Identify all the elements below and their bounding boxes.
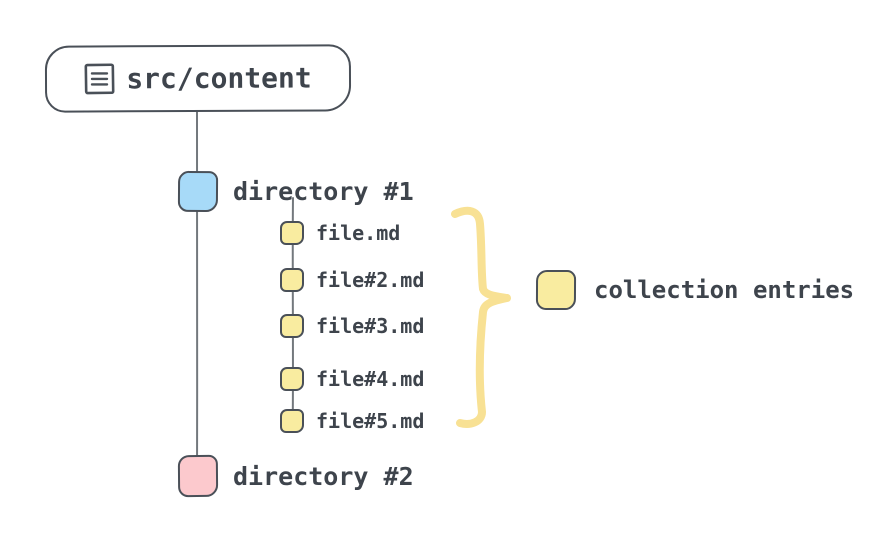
directory-1-node: directory #1	[177, 170, 414, 213]
collection-entries-legend: collection entries	[535, 269, 855, 311]
file-1-label: file.md	[316, 221, 401, 245]
directory-2-node: directory #2	[177, 454, 414, 498]
file-node: file#3.md	[280, 314, 424, 338]
root-folder-label: src/content	[126, 61, 312, 96]
collection-entries-label: collection entries	[594, 276, 855, 304]
file-node: file.md	[280, 221, 400, 245]
file-1-icon	[280, 221, 304, 245]
document-icon	[84, 63, 115, 95]
file-4-icon	[280, 367, 304, 391]
directory-1-icon	[177, 170, 219, 213]
file-3-icon	[280, 314, 304, 338]
directory-2-label: directory #2	[233, 461, 414, 491]
root-folder-box: src/content	[44, 44, 352, 113]
directory-1-label: directory #1	[233, 177, 414, 206]
file-3-label: file#3.md	[316, 314, 425, 338]
file-2-icon	[280, 268, 304, 292]
file-2-label: file#2.md	[316, 268, 425, 292]
file-node: file#2.md	[280, 268, 424, 292]
directory-2-icon	[177, 454, 219, 498]
file-node: file#4.md	[280, 367, 424, 391]
file-node: file#5.md	[280, 409, 424, 433]
collection-brace	[451, 206, 511, 428]
collection-entry-swatch-icon	[535, 269, 577, 311]
file-4-label: file#4.md	[316, 367, 425, 391]
file-5-icon	[280, 409, 304, 433]
file-5-label: file#5.md	[316, 409, 425, 433]
